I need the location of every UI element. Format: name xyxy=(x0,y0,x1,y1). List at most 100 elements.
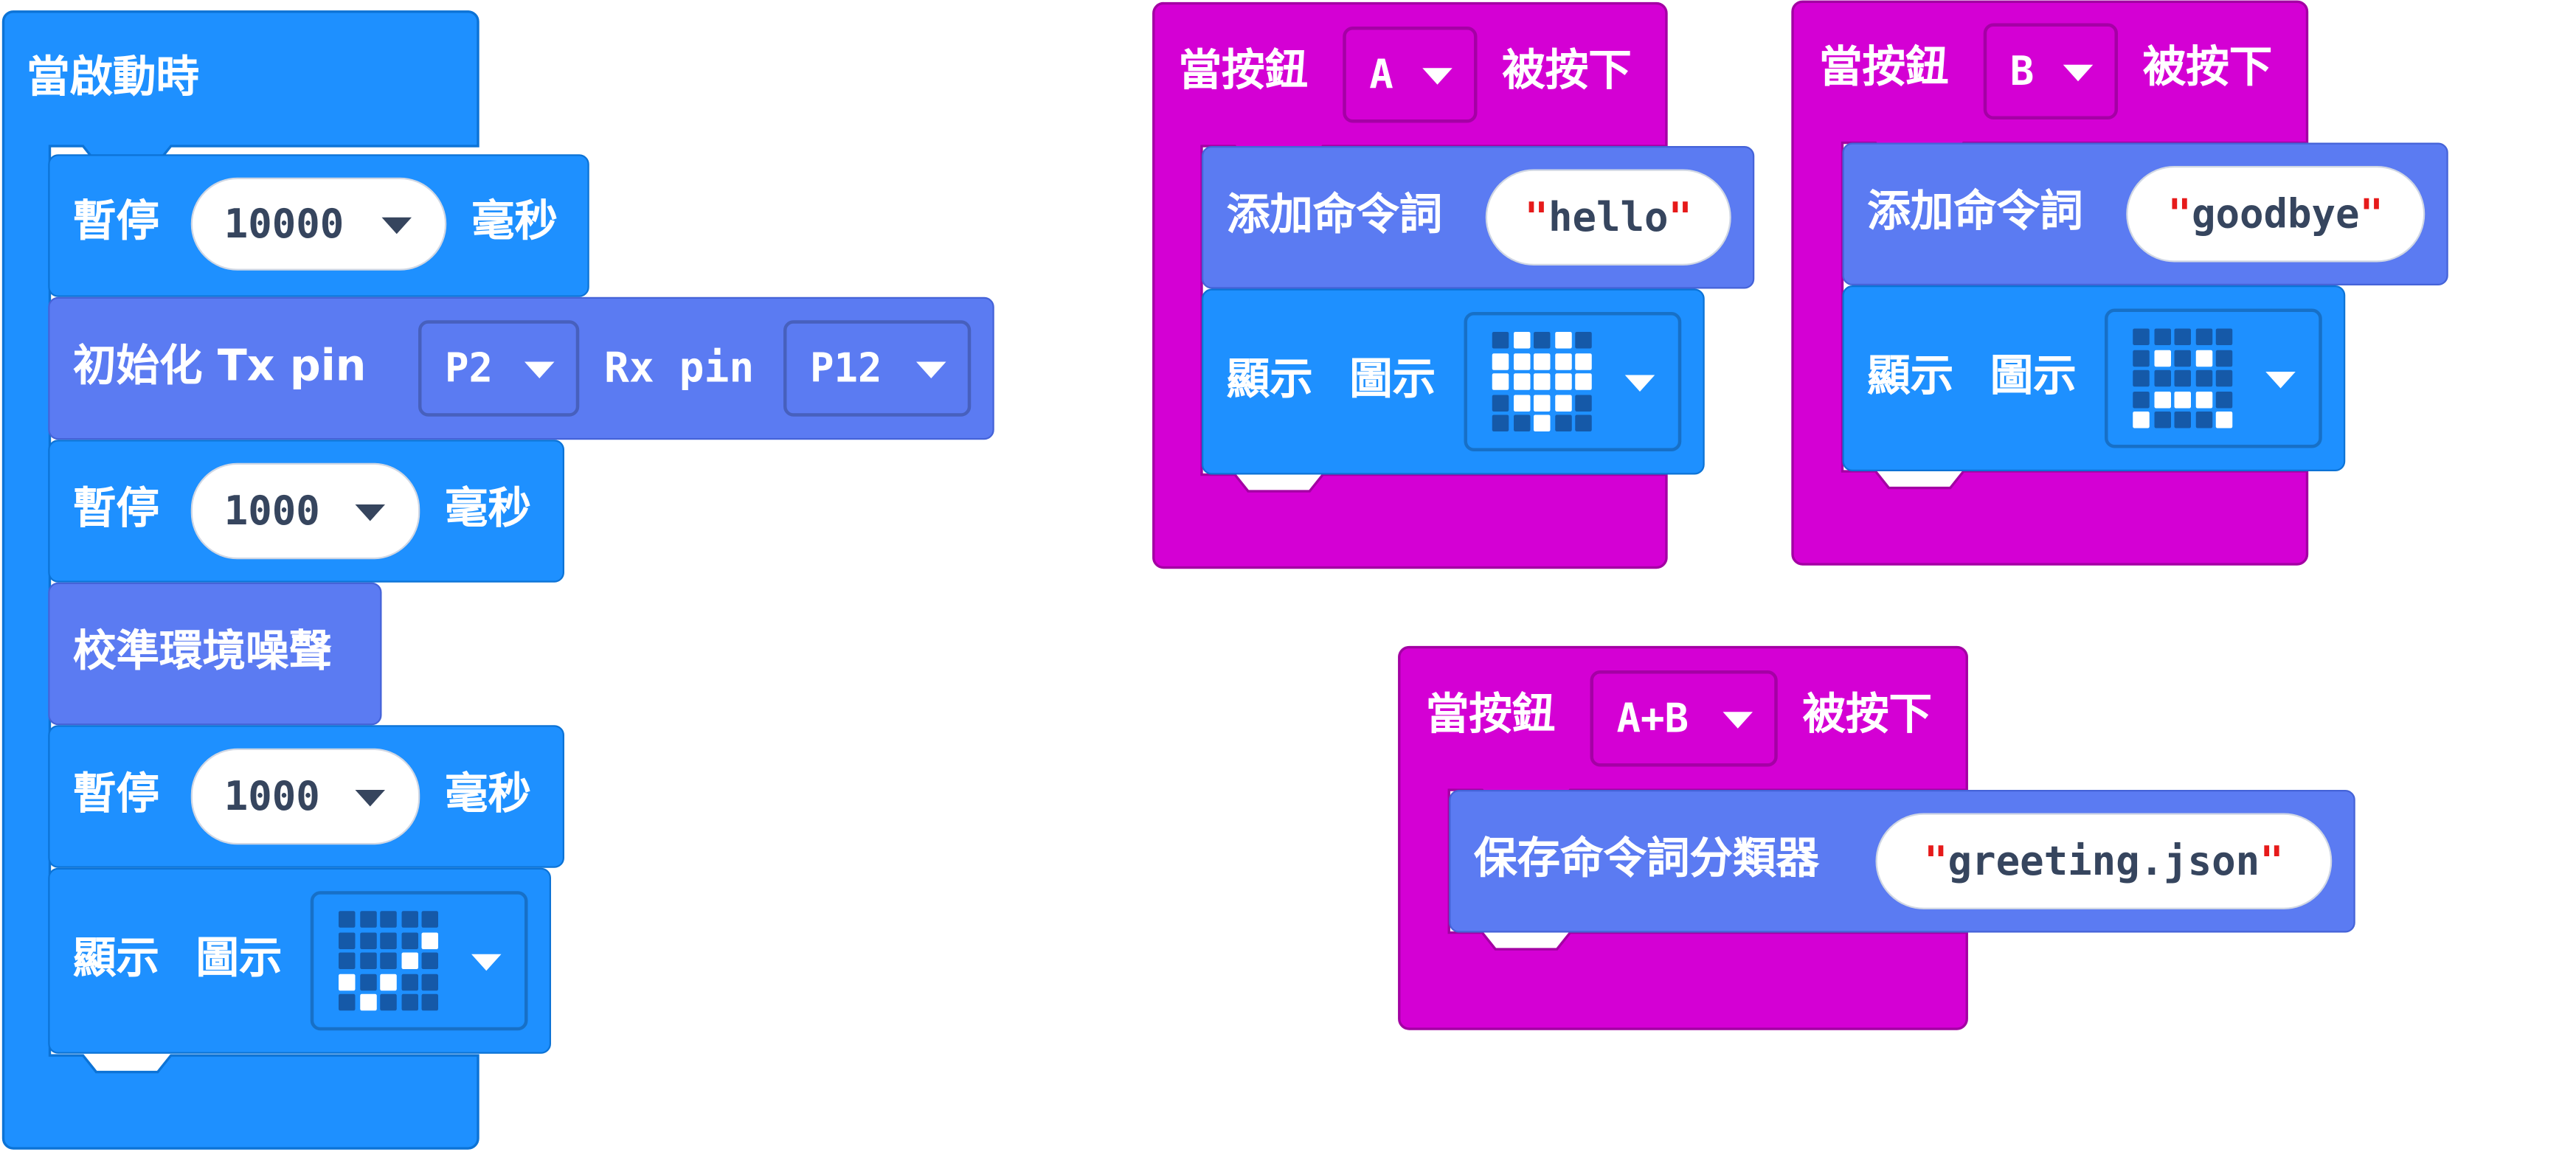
led-cell xyxy=(1534,394,1551,411)
led-cell xyxy=(339,911,356,928)
quote-open: " xyxy=(1924,838,1948,885)
led-cell xyxy=(1512,332,1530,349)
chevron-down-icon xyxy=(381,217,412,235)
led-cell xyxy=(1575,332,1592,349)
chevron-down-icon xyxy=(471,954,502,971)
led-cell xyxy=(1554,353,1571,369)
quote-close: " xyxy=(1668,194,1693,241)
pause-duration-value: 10000 xyxy=(224,201,344,248)
chevron-down-icon xyxy=(1722,712,1753,729)
led-cell xyxy=(401,952,418,969)
led-cell xyxy=(1575,353,1592,369)
icon-dropdown[interactable] xyxy=(310,891,528,1031)
led-cell xyxy=(421,973,438,990)
rx-pin-label: Rx pin xyxy=(604,343,755,392)
quote-close: " xyxy=(2260,838,2284,885)
led-cell xyxy=(2153,412,2170,428)
add-command-label: 添加命令詞 xyxy=(1867,187,2083,237)
button-select-dropdown[interactable]: A+B xyxy=(1590,670,1778,767)
led-cell xyxy=(2195,349,2212,367)
button-select-value: A xyxy=(1369,51,1393,98)
on-button-label: 當按鈕 xyxy=(1425,690,1556,740)
calibrate-noise-block[interactable] xyxy=(48,582,382,726)
pressed-label: 被按下 xyxy=(1802,690,1933,740)
pause-duration-value: 1000 xyxy=(224,773,320,820)
led-cell xyxy=(401,931,418,948)
icon-label: 圖示 xyxy=(1349,355,1436,405)
pause-duration-dropdown[interactable]: 1000 xyxy=(190,748,420,845)
icon-label: 圖示 xyxy=(195,934,283,985)
init-voice-block[interactable] xyxy=(48,296,994,440)
led-cell xyxy=(2174,328,2191,345)
led-cell xyxy=(2195,328,2212,345)
led-cell xyxy=(421,952,438,969)
led-cell xyxy=(1554,394,1571,411)
save-classifier-label: 保存命令詞分類器 xyxy=(1474,834,1820,885)
calibrate-label: 校準環境噪聲 xyxy=(73,627,333,677)
on-button-a-frame xyxy=(1152,1,1668,569)
led-cell xyxy=(2133,390,2150,408)
led-cell xyxy=(359,911,376,928)
led-cell xyxy=(2174,412,2191,428)
led-cell xyxy=(2153,349,2170,367)
led-cell xyxy=(2153,328,2170,345)
led-cell xyxy=(380,911,397,928)
led-cell xyxy=(401,973,418,990)
pause-duration-dropdown[interactable]: 1000 xyxy=(190,462,420,560)
rx-pin-value: P12 xyxy=(810,345,882,392)
led-cell xyxy=(2174,349,2191,367)
led-cell xyxy=(421,993,438,1011)
button-select-dropdown[interactable]: A xyxy=(1343,27,1478,123)
led-cell xyxy=(2195,369,2212,387)
icon-dropdown[interactable] xyxy=(1464,312,1682,451)
tx-pin-dropdown[interactable]: P2 xyxy=(418,320,580,417)
led-cell xyxy=(401,993,418,1011)
rx-pin-dropdown[interactable]: P12 xyxy=(783,320,972,417)
chevron-down-icon xyxy=(355,790,385,807)
led-cell xyxy=(2133,349,2150,367)
pause-duration-dropdown[interactable]: 10000 xyxy=(190,177,447,271)
filename-input[interactable]: "greeting.json" xyxy=(1875,813,2333,909)
led-cell xyxy=(2133,369,2150,387)
led-cell xyxy=(2215,369,2233,387)
led-cell xyxy=(421,911,438,928)
command-word-input[interactable]: "goodbye" xyxy=(2126,166,2426,263)
led-cell xyxy=(359,952,376,969)
led-cell xyxy=(1534,332,1551,349)
show-icon-block[interactable] xyxy=(1202,288,1705,475)
led-cell xyxy=(1575,414,1592,431)
chevron-down-icon xyxy=(2265,372,2296,389)
led-cell xyxy=(1554,332,1571,349)
show-label: 顯示 xyxy=(1867,352,1954,402)
pause-unit-label: 毫秒 xyxy=(471,197,558,248)
on-button-label: 當按鈕 xyxy=(1819,43,1949,93)
led-cell xyxy=(1512,353,1530,369)
show-icon-block[interactable] xyxy=(48,867,551,1054)
filename-text: greeting.json xyxy=(1947,838,2260,885)
led-cell xyxy=(1554,414,1571,431)
led-cell xyxy=(2153,390,2170,408)
led-cell xyxy=(380,993,397,1011)
led-cell xyxy=(1534,414,1551,431)
pressed-label: 被按下 xyxy=(2142,43,2273,93)
button-select-dropdown[interactable]: B xyxy=(1983,23,2118,119)
show-icon-block[interactable] xyxy=(1842,285,2346,471)
led-cell xyxy=(2133,328,2150,345)
pause-label: 暫停 xyxy=(73,770,160,820)
led-cell xyxy=(339,973,356,990)
command-word-input[interactable]: "hello" xyxy=(1485,169,1731,266)
led-cell xyxy=(2133,412,2150,428)
heart-icon xyxy=(1492,332,1592,431)
add-command-label: 添加命令詞 xyxy=(1226,190,1443,241)
led-cell xyxy=(380,931,397,948)
icon-dropdown[interactable] xyxy=(2105,308,2322,448)
led-cell xyxy=(359,993,376,1011)
led-cell xyxy=(1512,394,1530,411)
pause-label: 暫停 xyxy=(73,485,160,535)
button-select-value: B xyxy=(2009,48,2035,95)
pause-unit-label: 毫秒 xyxy=(445,485,532,535)
on-button-ab-frame xyxy=(1398,645,1968,1030)
chevron-down-icon xyxy=(2063,64,2094,82)
pause-label: 暫停 xyxy=(73,197,160,248)
led-cell xyxy=(1492,353,1509,369)
